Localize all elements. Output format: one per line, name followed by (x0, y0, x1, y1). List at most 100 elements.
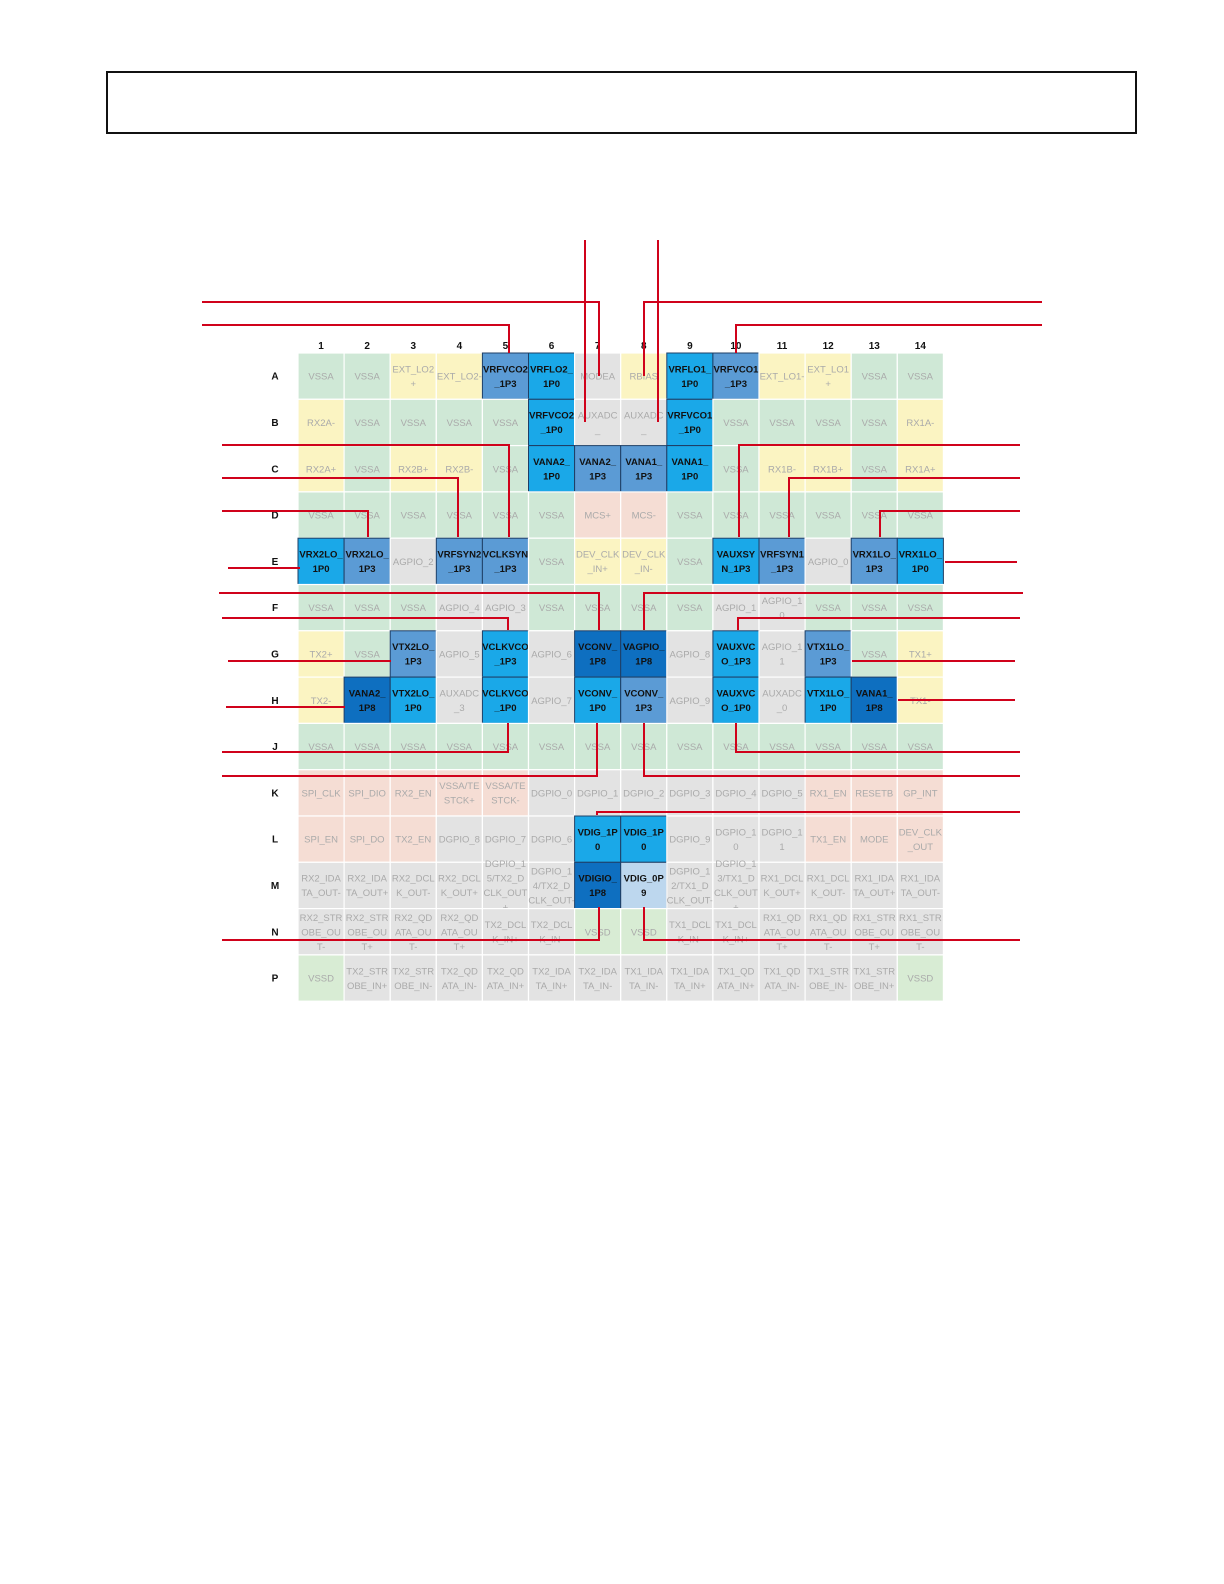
ball-A9-vrflo1-1p0: VRFLO1_1P0 (666, 352, 714, 400)
ball-label: RESETB (855, 788, 893, 799)
ball-cell-fill (620, 491, 668, 539)
leader-line-18 (737, 617, 1020, 630)
ball-label: MODEA (580, 372, 616, 383)
ball-cell-fill (573, 537, 622, 586)
row-label-A: A (271, 372, 278, 383)
ball-label: AGPIO_1 (716, 603, 757, 614)
ball-B5-vssa: VSSA (481, 398, 530, 447)
ball-B14-rx1a: RX1A- (896, 398, 944, 447)
ball-cell-fill (758, 815, 806, 863)
row-label-P: P (272, 974, 279, 985)
ball-B6-vrfvco2-1p0: VRFVCO2_1P0 (528, 398, 576, 447)
ball-label: RX1A- (906, 418, 934, 429)
ball-cell-fill (666, 630, 714, 678)
leader-line-6 (735, 324, 1042, 353)
ball-H4-auxadc-3: AUXADC_3 (435, 676, 483, 724)
ball-label: EXT_LO1- (760, 372, 805, 383)
ball-label: RBIAS (629, 372, 658, 383)
ball-label: AGPIO_7 (531, 696, 572, 707)
ball-cell-fill (804, 445, 852, 493)
ball-label: MCS+ (584, 511, 611, 522)
ball-cell-fill (527, 954, 576, 1002)
ball-D3-vssa: VSSA (389, 491, 437, 539)
ball-cell-fill (481, 861, 530, 910)
ball-cell-fill (804, 907, 852, 956)
ball-cell-fill (850, 722, 898, 771)
ball-cell-fill (573, 398, 622, 447)
ball-cell-fill (435, 769, 483, 817)
ball-cell-fill (712, 398, 760, 447)
ball-cell-fill (389, 954, 437, 1002)
ball-B8-auxadc: AUXADC_ (620, 398, 668, 447)
ball-A6-vrflo2-1p0: VRFLO2_1P0 (528, 352, 576, 400)
ball-label: DGPIO_4 (715, 788, 756, 799)
ball-cell-fill (620, 630, 668, 678)
ball-A12-ext-lo1: EXT_LO1+ (804, 352, 852, 400)
ball-cell-fill (620, 398, 668, 447)
ball-label: VCONV_1P0 (578, 689, 618, 715)
column-label-9: 9 (687, 341, 693, 352)
ball-cell-fill (481, 907, 530, 956)
ball-E7-dev-clk-in: DEV_CLK_IN+ (573, 537, 622, 586)
ball-label: EXT_LO2+ (392, 364, 434, 390)
ball-label: VSSA (308, 742, 334, 753)
ball-cell-fill (804, 352, 852, 400)
ball-P1-vssd: VSSD (297, 954, 345, 1002)
leader-line-5 (202, 324, 510, 353)
ball-label: VSSA (493, 511, 519, 522)
row-label-D: D (271, 511, 278, 522)
ball-cell-fill (435, 352, 483, 400)
ball-F9-vssa: VSSA (666, 583, 714, 632)
leader-line-26 (643, 723, 1020, 777)
ball-H12-vtx1lo-1p0: VTX1LO_1P0 (804, 676, 852, 724)
column-label-1: 1 (318, 341, 324, 352)
ball-A11-ext-lo1: EXT_LO1- (758, 352, 806, 400)
ball-cell-fill (666, 445, 714, 493)
ball-cell-fill (850, 769, 898, 817)
ball-cell-fill (620, 445, 668, 493)
ball-cell-fill (527, 537, 576, 586)
ball-cell-fill (712, 954, 760, 1002)
ball-J2-vssa: VSSA (343, 722, 391, 771)
ball-cell-fill (896, 954, 944, 1002)
ball-F10-agpio-1: AGPIO_1 (712, 583, 760, 632)
ball-cell-fill (389, 537, 437, 586)
ball-cell-fill (804, 769, 852, 817)
ball-A2-vssa: VSSA (343, 352, 391, 400)
ball-label: VTX2LO_1P0 (392, 689, 435, 715)
ball-L5-dgpio-7: DGPIO_7 (481, 815, 530, 863)
ball-label: VANA1_1P0 (671, 457, 708, 483)
ball-label: VRFVCO2_1P0 (529, 411, 574, 437)
ball-J12-vssa: VSSA (804, 722, 852, 771)
ball-label: VSSA (677, 742, 703, 753)
ball-J14-vssa: VSSA (896, 722, 944, 771)
ball-cell-fill (528, 352, 576, 400)
ball-K10-dgpio-4: DGPIO_4 (712, 769, 760, 817)
ball-label: VRFVCO1_1P0 (667, 411, 713, 437)
ball-label: VANA2_1P0 (533, 457, 570, 483)
column-label-11: 11 (777, 341, 788, 352)
ball-label: VSSA (862, 603, 888, 614)
ball-label: VSSA (539, 742, 565, 753)
ball-label: VSSA (539, 511, 565, 522)
ball-label: SPI_EN (304, 835, 338, 846)
ball-cell-fill (896, 722, 944, 771)
ball-label: VSSA (401, 742, 427, 753)
ball-K14-gp-int: GP_INT (896, 769, 944, 817)
ball-cell-fill (804, 537, 852, 586)
